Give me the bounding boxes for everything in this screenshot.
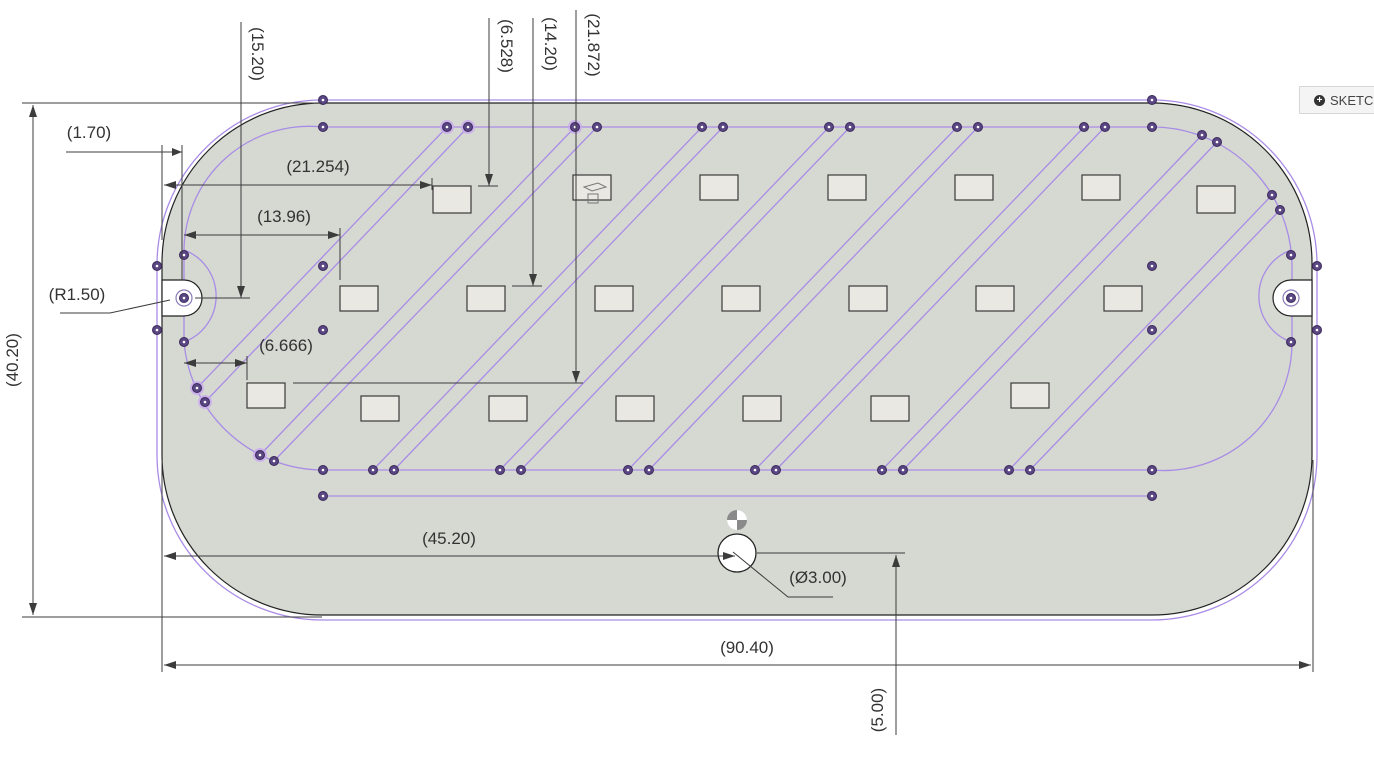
left-slot-arc[interactable] [183,249,217,343]
sketch-point-center [774,468,778,472]
sketch-point-center [272,459,276,463]
sketch-point-center [976,125,980,129]
dim-rect-row1-y[interactable]: (6.528) [497,19,516,73]
sketch-point-center [1082,125,1086,129]
dim-overall-width[interactable]: (90.40) [720,638,774,657]
sketch-point-center [519,468,523,472]
sketch-point-center [1315,328,1319,332]
sketch-point-center [1315,264,1319,268]
sketch-point-center [155,328,159,332]
sketch-point-center [848,125,852,129]
sketch-points[interactable] [152,95,1322,501]
sketch-point-center [1289,340,1293,344]
sketch-point-center [498,468,502,472]
sketch-point-center [1270,193,1274,197]
dimension-arrows [29,105,1311,669]
dim-hole-diameter[interactable]: (Ø3.00) [789,568,847,587]
sketch-point-center [445,125,449,129]
sketch-point-center [753,468,757,472]
dim-hole-y[interactable]: (5.00) [868,688,887,732]
sketch-point-center [203,400,207,404]
plus-circle-icon: + [1314,94,1325,106]
dim-rect-row3-y[interactable]: (21.872) [584,13,603,76]
dim-rect-row2-y[interactable]: (14.20) [541,17,560,71]
sketch-point-center [1278,208,1282,212]
sketch-point-center [721,125,725,129]
sketch-button[interactable]: + SKETC [1299,86,1374,114]
sketch-point-center [258,453,262,457]
sketch-point-center [1150,264,1154,268]
sketch-point-center [392,468,396,472]
dimension-lines [22,10,1314,735]
dim-slot-offset[interactable]: (1.70) [67,123,111,142]
sketch-point-center [371,468,375,472]
sketch-point-center [1028,468,1032,472]
dim-rect-row2-x[interactable]: (13.96) [257,207,311,226]
sketch-point-center [1289,296,1293,300]
sketch-point-center [182,253,186,257]
sketch-plane-icon [582,182,608,204]
sketch-point-center [700,125,704,129]
sketch-point-center [182,340,186,344]
sketch-point-center [466,125,470,129]
sketch-point-center [1150,98,1154,102]
dim-slot-height[interactable]: (15.20) [248,27,267,81]
sketch-point-center [182,296,186,300]
sketch-button-label: SKETC [1330,92,1374,108]
sketch-point-center [1007,468,1011,472]
sketch-point-center [321,328,325,332]
sketch-point-center [1103,125,1107,129]
sketch-point-center [880,468,884,472]
sketch-point-center [1150,494,1154,498]
dim-overall-height[interactable]: (40.20) [3,333,22,387]
sketch-point-center [321,494,325,498]
origin-icon [727,510,747,530]
dim-slot-radius[interactable]: (R1.50) [49,285,106,304]
outer-sketch-profile[interactable] [156,99,1318,621]
rect-pads[interactable] [246,174,1236,422]
dim-hole-x[interactable]: (45.20) [422,529,476,548]
diagonal-traces[interactable] [196,126,1281,471]
sketch-point-center [321,98,325,102]
sketch-point-center [1150,328,1154,332]
sketch-point-center [1150,125,1154,129]
dim-rect-row1-x[interactable]: (21.254) [286,157,349,176]
plate-face[interactable] [161,102,1313,616]
sketch-point-center [321,264,325,268]
left-slot-hole[interactable] [175,289,193,307]
sketch-point-center [1150,468,1154,472]
sketch-point-center [1289,253,1293,257]
sketch-point-center [1200,133,1204,137]
sketch-point-center [647,468,651,472]
sketch-point-center [827,125,831,129]
sketch-point-center [195,386,199,390]
sketch-point-center [595,125,599,129]
sketch-point-center [955,125,959,129]
dim-rect-row3-x[interactable]: (6.666) [259,336,313,355]
sketch-point-center [1215,140,1219,144]
sketch-point-center [155,264,159,268]
sketch-point-center [901,468,905,472]
right-slot-hole[interactable] [1282,289,1300,307]
sketch-point-center [321,125,325,129]
sketch-point-center [321,468,325,472]
right-slot-arc[interactable] [1258,249,1292,343]
sketch-point-center [626,468,630,472]
